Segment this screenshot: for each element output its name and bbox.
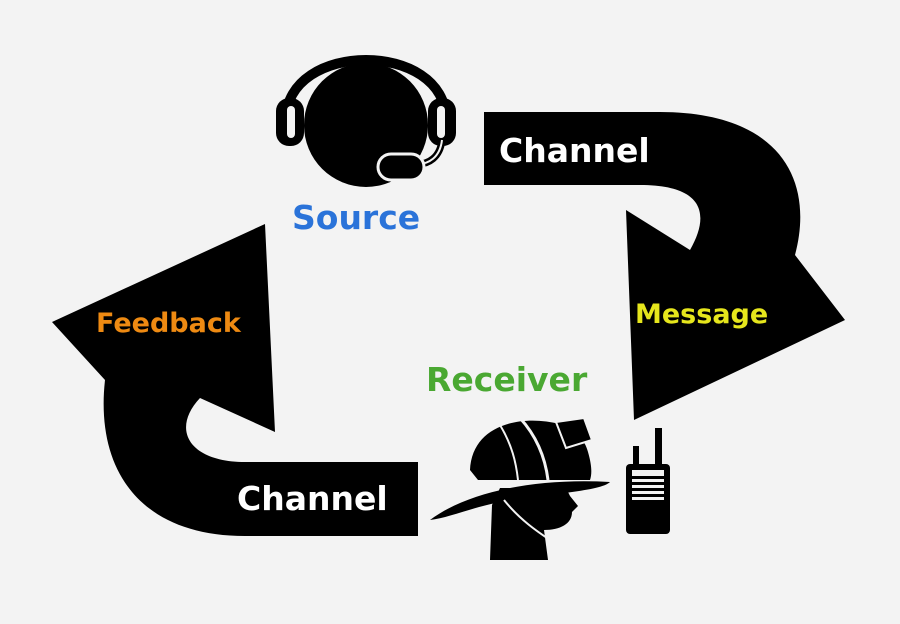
source-label: Source [292,198,420,237]
walkie-talkie-icon [626,428,670,534]
feedback-arrow-bottom [52,224,418,536]
headset-operator-icon [276,55,456,187]
message-label: Message [635,299,768,330]
channel-top-label: Channel [499,131,650,170]
channel-arrow-top [484,112,845,420]
receiver-label: Receiver [426,360,588,399]
channel-bottom-label: Channel [237,479,388,518]
feedback-label: Feedback [96,308,242,339]
firefighter-helmet-icon [430,416,610,560]
